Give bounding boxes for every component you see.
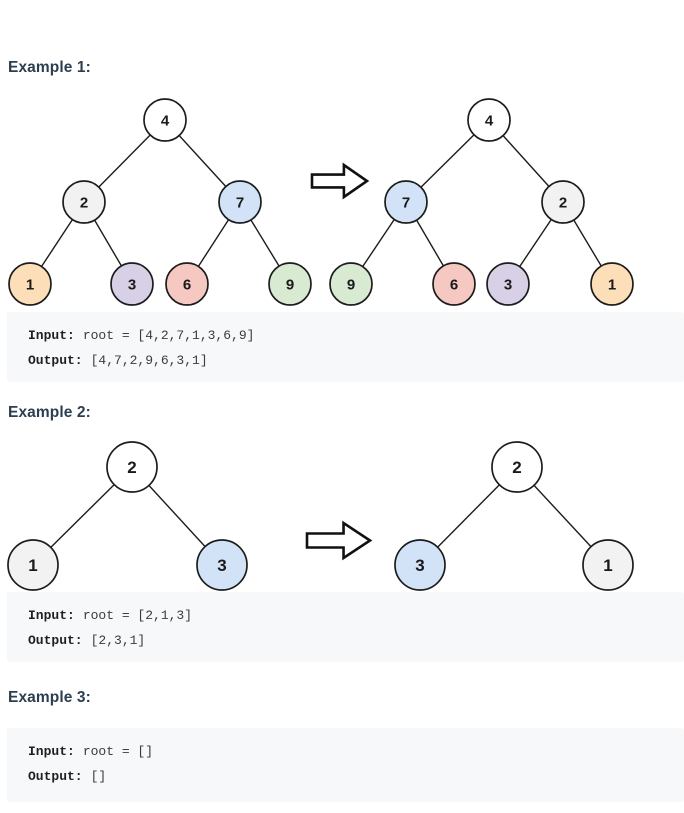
tree-node-value: 9 (286, 276, 294, 293)
tree-node (541, 180, 585, 224)
transform-arrow-icon (305, 520, 373, 561)
input-value: root = [] (82, 744, 154, 759)
tree-node (218, 180, 262, 224)
tree-node-value: 2 (559, 194, 567, 211)
example-3-heading: Example 3: (8, 689, 91, 706)
tree-node (590, 262, 634, 306)
example-1-heading: Example 1: (8, 59, 91, 76)
tree-node-value: 1 (603, 556, 612, 575)
tree-node (62, 180, 106, 224)
input-value: root = [4,2,7,1,3,6,9] (82, 328, 255, 343)
output-label: Output: (28, 769, 83, 784)
example-1-io-block: Input: root = [4,2,7,1,3,6,9] Output: [4,7… (7, 312, 684, 382)
input-label: Input: (28, 744, 75, 759)
tree-node (165, 262, 209, 306)
tree-node-value: 1 (28, 556, 37, 575)
output-line: Output: [] (28, 764, 684, 789)
tree-node (491, 441, 543, 493)
tree-node (268, 262, 312, 306)
input-label: Input: (28, 328, 75, 343)
tree-node-value: 6 (450, 276, 458, 293)
tree-node-value: 3 (504, 276, 512, 293)
tree-node (106, 441, 158, 493)
tree-node-value: 2 (80, 194, 88, 211)
example-2-tree-diagram: 2 1 3 2 3 1 (7, 441, 634, 591)
output-label: Output: (28, 633, 83, 648)
tree-node (394, 539, 446, 591)
tree-node (582, 539, 634, 591)
input-line: Input: root = [2,1,3] (28, 603, 684, 628)
input-value: root = [2,1,3] (82, 608, 193, 623)
tree-node (329, 262, 373, 306)
example-2-io-block: Input: root = [2,1,3] Output: [2,3,1] (7, 592, 684, 662)
tree-node (143, 98, 187, 142)
tree-node-value: 7 (402, 194, 410, 211)
tree-node-value: 9 (347, 276, 355, 293)
output-value: [] (90, 769, 107, 784)
example-3-io-block: Input: root = [] Output: [] (7, 728, 684, 802)
tree-node (486, 262, 530, 306)
tree-node-value: 3 (217, 556, 226, 575)
example-1-tree-diagram: 4 2 7 1 3 6 9 4 7 2 9 6 3 1 (8, 98, 634, 306)
input-label: Input: (28, 608, 75, 623)
tree-node (8, 262, 52, 306)
output-line: Output: [4,7,2,9,6,3,1] (28, 348, 684, 373)
output-value: [2,3,1] (90, 633, 146, 648)
tree-node (7, 539, 59, 591)
tree-node (196, 539, 248, 591)
tree-node (384, 180, 428, 224)
input-line: Input: root = [4,2,7,1,3,6,9] (28, 323, 684, 348)
output-label: Output: (28, 353, 83, 368)
tree-node-value: 6 (183, 276, 191, 293)
tree-node-value: 3 (128, 276, 136, 293)
tree-node-value: 1 (26, 276, 34, 293)
example-2-heading: Example 2: (8, 404, 91, 421)
output-line: Output: [2,3,1] (28, 628, 684, 653)
tree-node-value: 1 (608, 276, 616, 293)
tree-node-value: 4 (161, 112, 170, 129)
tree-node-value: 7 (236, 194, 244, 211)
tree-node (110, 262, 154, 306)
tree-node (432, 262, 476, 306)
transform-arrow-icon (310, 162, 370, 200)
tree-node-value: 3 (415, 556, 424, 575)
tree-node-value: 4 (485, 112, 494, 129)
tree-node-value: 2 (127, 458, 136, 477)
input-line: Input: root = [] (28, 739, 684, 764)
output-value: [4,7,2,9,6,3,1] (90, 353, 208, 368)
tree-node (467, 98, 511, 142)
tree-node-value: 2 (512, 458, 521, 477)
